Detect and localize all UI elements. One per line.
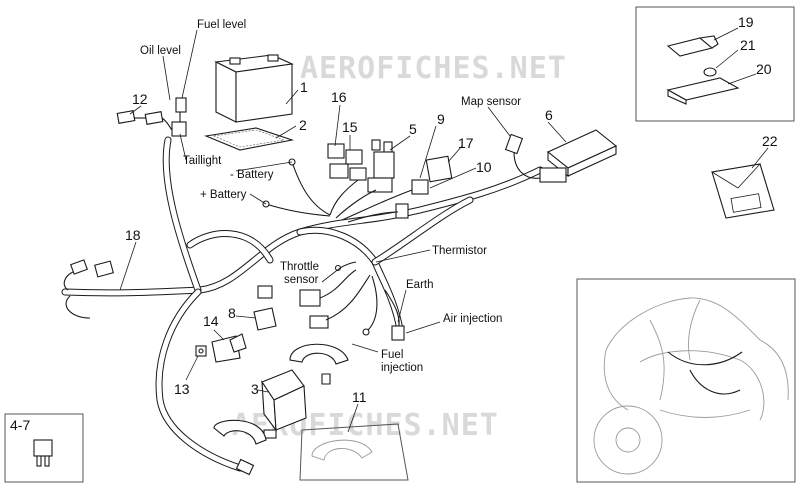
label-minus-battery: - Battery xyxy=(230,169,274,181)
inset-kit-parts xyxy=(666,35,740,105)
label-fuel-injection-2: injection xyxy=(381,362,423,374)
part-number-20: 20 xyxy=(756,61,772,77)
part-number-8: 8 xyxy=(228,305,236,321)
throttle-sensor-group xyxy=(257,261,405,341)
brackets xyxy=(195,307,277,363)
part-number-21: 21 xyxy=(740,37,756,53)
ecu xyxy=(539,129,618,183)
fuel-hose xyxy=(289,343,349,385)
part-number-10: 10 xyxy=(476,159,492,175)
part-number-5: 5 xyxy=(409,121,417,137)
fuel-pump xyxy=(261,369,307,439)
part-number-15: 15 xyxy=(342,119,358,135)
part-number-16: 16 xyxy=(331,89,347,105)
inset-fuse-box xyxy=(4,413,84,483)
scooter-illustration xyxy=(593,297,789,475)
inset-kit-box xyxy=(635,6,795,122)
label-air-injection: Air injection xyxy=(443,313,502,325)
part-number-4-7: 4-7 xyxy=(10,417,30,433)
label-taillight: Taillight xyxy=(183,155,222,167)
part-numbers: 1 2 3 5 6 8 9 10 11 12 13 14 15 16 17 18… xyxy=(10,14,778,433)
label-oil-level: Oil level xyxy=(140,45,181,57)
part-number-6: 6 xyxy=(545,107,553,123)
part-number-3: 3 xyxy=(251,381,259,397)
relay-cluster xyxy=(327,139,453,223)
label-plus-battery: + Battery xyxy=(200,189,247,201)
label-fuel-level: Fuel level xyxy=(197,19,246,31)
watermark-top: AEROFICHES.NET xyxy=(300,51,567,86)
label-earth: Earth xyxy=(406,279,434,291)
part-number-1: 1 xyxy=(300,79,308,95)
label-throttle-sensor-2: sensor xyxy=(284,274,319,286)
part-number-11: 11 xyxy=(352,389,367,405)
part-number-19: 19 xyxy=(738,14,754,30)
inset-scooter-box xyxy=(576,278,796,483)
text-labels: Fuel level Oil level Taillight - Battery… xyxy=(140,19,521,374)
fuse xyxy=(33,439,53,467)
part-number-18: 18 xyxy=(125,227,141,243)
battery-pad xyxy=(203,127,295,151)
main-harness xyxy=(61,136,544,476)
part-number-12: 12 xyxy=(132,91,148,107)
rear-connectors xyxy=(116,97,187,137)
map-sensor xyxy=(504,133,541,179)
part-number-17: 17 xyxy=(458,135,474,151)
part-number-13: 13 xyxy=(174,381,190,397)
part-number-2: 2 xyxy=(299,117,307,133)
hose-11 xyxy=(213,419,409,481)
part-number-14: 14 xyxy=(203,313,219,329)
label-fuel-injection-1: Fuel xyxy=(381,349,403,361)
battery xyxy=(214,54,294,123)
part-number-9: 9 xyxy=(437,111,445,127)
sensor-connector-8 xyxy=(257,285,273,299)
label-map-sensor: Map sensor xyxy=(461,96,521,108)
label-throttle-sensor-1: Throttle xyxy=(280,261,319,273)
manual-envelope xyxy=(710,163,775,219)
plus-battery-wire xyxy=(265,203,331,217)
minus-battery-wire xyxy=(291,161,331,216)
leader-lines xyxy=(119,27,769,433)
label-thermistor: Thermistor xyxy=(432,245,487,257)
part-number-22: 22 xyxy=(762,133,778,149)
